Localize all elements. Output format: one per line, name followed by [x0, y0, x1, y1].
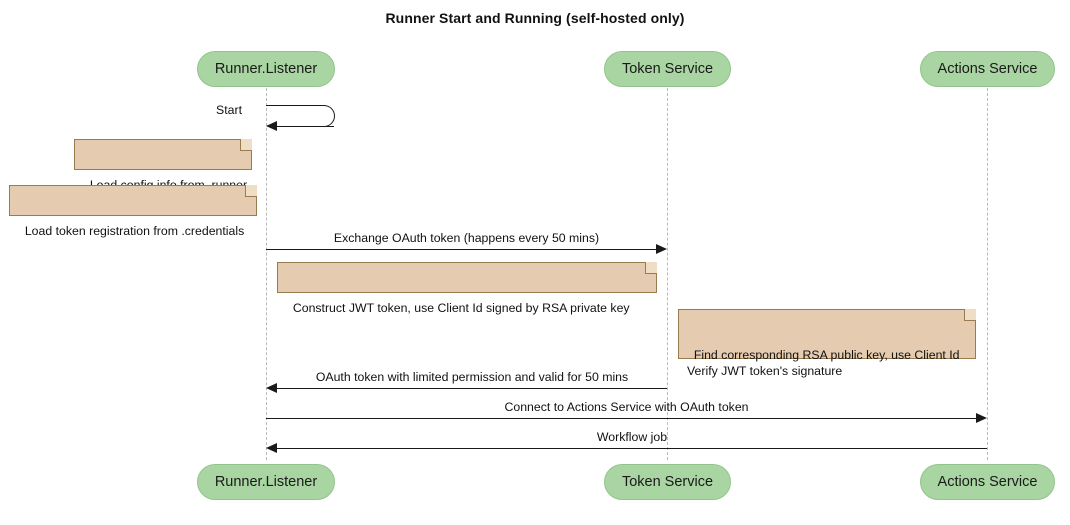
- participant-token-service-top[interactable]: Token Service: [604, 51, 731, 87]
- message-line-workflow-job[interactable]: [277, 448, 987, 449]
- message-line-connect-actions[interactable]: [266, 418, 976, 419]
- message-line-oauth-token-response[interactable]: [277, 388, 667, 389]
- message-label-workflow-job: Workflow job: [596, 430, 668, 444]
- self-message-label-start: Start: [216, 103, 242, 117]
- note-dogear-icon: [240, 139, 252, 151]
- participant-actions-service-bottom[interactable]: Actions Service: [920, 464, 1055, 500]
- participant-label: Actions Service: [937, 61, 1038, 77]
- message-line-exchange-oauth[interactable]: [266, 249, 656, 250]
- participant-label: Token Service: [621, 474, 714, 490]
- lifeline-token: [667, 88, 668, 460]
- note-dogear-icon: [245, 185, 257, 197]
- message-label-connect-actions: Connect to Actions Service with OAuth to…: [504, 400, 749, 414]
- note-dogear-icon: [645, 262, 657, 274]
- lifeline-actions: [987, 88, 988, 460]
- note-load-config: Load config info from .runner: [74, 139, 252, 192]
- participant-token-service-bottom[interactable]: Token Service: [604, 464, 731, 500]
- note-dogear-icon: [964, 309, 976, 321]
- note-text: Load token registration from .credential…: [24, 224, 245, 238]
- message-label-exchange-oauth: Exchange OAuth token (happens every 50 m…: [333, 231, 600, 245]
- note-construct-jwt: Construct JWT token, use Client Id signe…: [277, 262, 657, 315]
- message-arrowhead-exchange-oauth: [656, 244, 667, 254]
- self-loop-bottom-segment: [276, 126, 334, 127]
- note-text: Find corresponding RSA public key, use C…: [687, 348, 960, 378]
- self-loop-top-segment: [266, 105, 324, 106]
- participant-label: Runner.Listener: [214, 474, 318, 490]
- message-arrowhead-oauth-token-response: [266, 383, 277, 393]
- participant-runner-listener-top[interactable]: Runner.Listener: [197, 51, 335, 87]
- page-title: Runner Start and Running (self-hosted on…: [385, 10, 685, 26]
- note-verify-jwt: Find corresponding RSA public key, use C…: [678, 309, 976, 378]
- participant-actions-service-top[interactable]: Actions Service: [920, 51, 1055, 87]
- message-arrowhead-connect-actions: [976, 413, 987, 423]
- self-loop-curve: [313, 105, 335, 127]
- participant-label: Actions Service: [937, 474, 1038, 490]
- lifeline-runner: [266, 88, 267, 460]
- participant-label: Token Service: [621, 61, 714, 77]
- message-label-oauth-token-response: OAuth token with limited permission and …: [315, 370, 629, 384]
- self-loop-arrowhead: [266, 121, 277, 131]
- self-message-start[interactable]: [266, 105, 336, 131]
- note-text: Construct JWT token, use Client Id signe…: [292, 301, 630, 315]
- message-arrowhead-workflow-job: [266, 443, 277, 453]
- participant-label: Runner.Listener: [214, 61, 318, 77]
- note-load-token-registration: Load token registration from .credential…: [9, 185, 257, 238]
- participant-runner-listener-bottom[interactable]: Runner.Listener: [197, 464, 335, 500]
